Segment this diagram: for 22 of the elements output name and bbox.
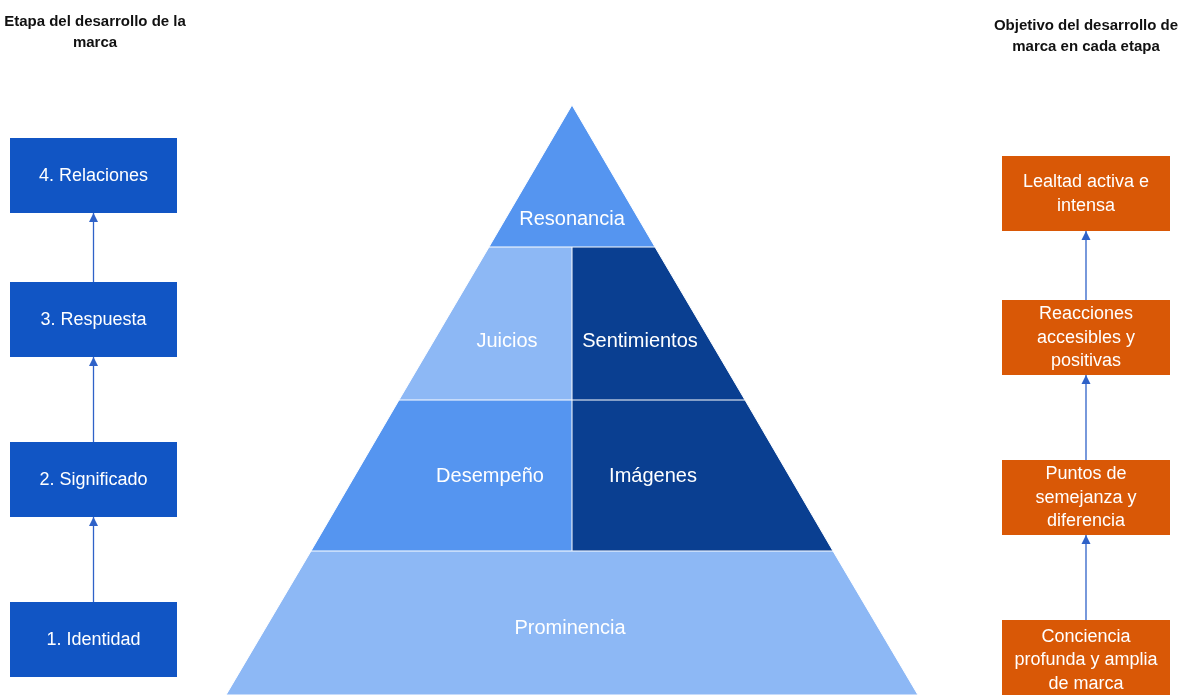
segment-label: Imágenes	[609, 463, 697, 487]
arrow	[88, 516, 99, 603]
arrow	[1081, 230, 1091, 301]
arrow	[1081, 374, 1091, 461]
segment-label: Resonancia	[519, 206, 625, 230]
stage-box: 1. Identidad	[10, 602, 177, 677]
stage-box: 2. Significado	[10, 442, 177, 517]
segment-label: Juicios	[476, 328, 538, 352]
arrow	[1081, 534, 1091, 621]
stage-box: Lealtad activa e intensa	[1002, 156, 1170, 231]
stage-box: Reacciones accesibles y positivas	[1002, 300, 1170, 375]
segment-label: Sentimientos	[582, 328, 698, 352]
arrow	[88, 356, 99, 443]
stage-box: 4. Relaciones	[10, 138, 177, 213]
segment-label: Prominencia	[514, 615, 626, 639]
segment-label: Desempeño	[436, 463, 544, 487]
column-heading: Etapa del desarrollo de la marca	[3, 11, 187, 52]
stage-box: 3. Respuesta	[10, 282, 177, 357]
column-heading: Objetivo del desarrollo de marca en cada etapa	[992, 15, 1180, 56]
stage-box: Puntos de semejanza y diferencia	[1002, 460, 1170, 535]
stage-box: Conciencia profunda y amplia de marca	[1002, 620, 1170, 695]
arrow	[88, 212, 99, 283]
